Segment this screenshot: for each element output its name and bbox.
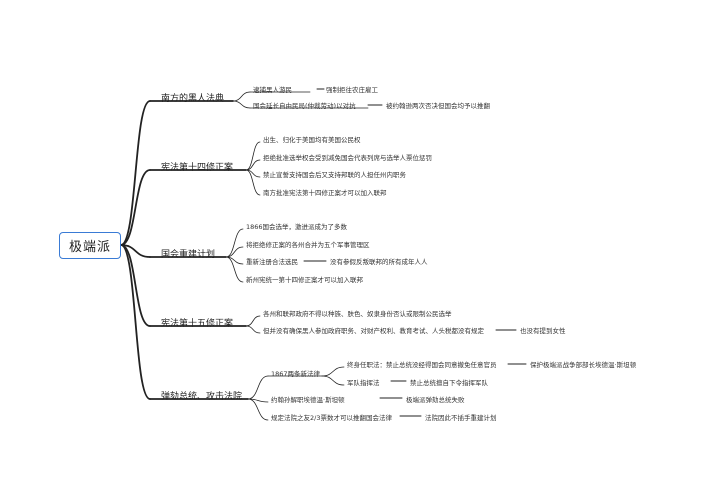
branch-impeachment[interactable]: 弹劾总统、攻击法院 <box>161 392 243 402</box>
note-adult-men[interactable]: 没有参假反叛联邦的所有成年人人 <box>330 258 428 266</box>
note-impeachment-failed[interactable]: 极端派弹劾总统失败 <box>406 396 465 404</box>
leaf-tenure-act[interactable]: 终身任职法：禁止总统没经得国会同意撤免任意官员 <box>347 361 497 369</box>
branch-14th-amendment[interactable]: 宪法第十四修正案 <box>161 163 234 173</box>
leaf-suffrage-penalty[interactable]: 拒绝批准选举权会受到减免国会代表列席与选举人票位惩罚 <box>263 154 432 162</box>
note-no-women[interactable]: 也没有提到女性 <box>520 327 566 335</box>
link-b2-c1 <box>245 159 261 171</box>
note-no-army-command[interactable]: 禁止总统擅自下令指挥军队 <box>410 379 488 387</box>
note-protect-stanton[interactable]: 保护极端派战争部部长埃德温·斯坦顿 <box>530 361 637 369</box>
leaf-voting-race[interactable]: 各州和联邦政府不得以种族、肤色、奴隶身份否认或限制公民选举 <box>263 310 452 318</box>
link-b4-c1 <box>245 325 261 334</box>
branch-connector-3 <box>120 244 151 327</box>
leaf-no-guarantees[interactable]: 但并没有确保黑人参加政府职务、对财产权利、教育考试、人头税都没有规定 <box>263 327 484 335</box>
leaf-court-two-thirds[interactable]: 规定法院之友2/3票数才可以推翻国会法律 <box>271 414 392 422</box>
note-court-stay-out[interactable]: 法院因此不插手重建计划 <box>425 414 497 422</box>
link-b2-c3 <box>245 169 261 196</box>
leaf-ratify-to-rejoin[interactable]: 南方批准宪法第十四修正案才可以加入联邦 <box>263 189 387 197</box>
link-b3-c3 <box>225 256 244 283</box>
branch-connector-0 <box>120 100 151 246</box>
link-b5-c2 <box>247 398 269 421</box>
link-b1-c1 <box>232 91 251 102</box>
leaf-freedmen-bureau[interactable]: 国会延长自由民局(仲裁劳动)以对抗 <box>253 102 356 110</box>
link-b5-sub2 <box>321 375 345 386</box>
leaf-command-act[interactable]: 军队指挥法 <box>347 379 380 387</box>
branch-reconstruction-plan[interactable]: 国会重建计划 <box>161 250 216 260</box>
leaf-arrest-vagrants[interactable]: 逮捕黑人游民 <box>253 86 292 94</box>
leaf-reregister-voters[interactable]: 重新注册合法选民 <box>246 258 298 266</box>
link-b5-sub1 <box>321 366 345 377</box>
note-veto-overridden[interactable]: 被约翰逊两次否决但国会均予以推翻 <box>386 102 490 110</box>
link-b4-c0 <box>245 315 261 327</box>
branch-15th-amendment[interactable]: 宪法第十五修正案 <box>161 319 234 329</box>
note-forced-labor[interactable]: 强制拒往农庄雇工 <box>326 86 378 94</box>
link-b3-c1 <box>225 246 244 258</box>
leaf-dismiss-stanton[interactable]: 约翰孙解职埃德温·斯坦顿 <box>271 396 345 404</box>
branch-connector-1 <box>120 169 151 246</box>
link-b2-c0 <box>245 141 261 171</box>
leaf-citizenship[interactable]: 出生、归化于美国均有美国公民权 <box>263 136 361 144</box>
link-b3-c0 <box>225 228 244 258</box>
branch-black-codes[interactable]: 南方的黑人法典 <box>161 94 225 104</box>
link-b5-c0 <box>247 375 269 400</box>
leaf-new-constitution[interactable]: 新州宪统一第十四修正案才可以加入联邦 <box>246 276 363 284</box>
leaf-office-ban[interactable]: 禁止宣誓支持国会后又支持邦联的人担任州内职务 <box>263 171 406 179</box>
branch-connector-4 <box>120 244 151 400</box>
leaf-military-districts[interactable]: 将拒绝修正案的各州合并为五个军事管理区 <box>246 241 370 249</box>
root-node[interactable]: 极端派 <box>59 232 121 259</box>
link-b1-c2 <box>232 100 251 109</box>
leaf-1866-election[interactable]: 1866国会选举，激进派成为了多数 <box>246 223 348 231</box>
leaf-1867-laws[interactable]: 1867两条新法律 <box>271 370 321 378</box>
